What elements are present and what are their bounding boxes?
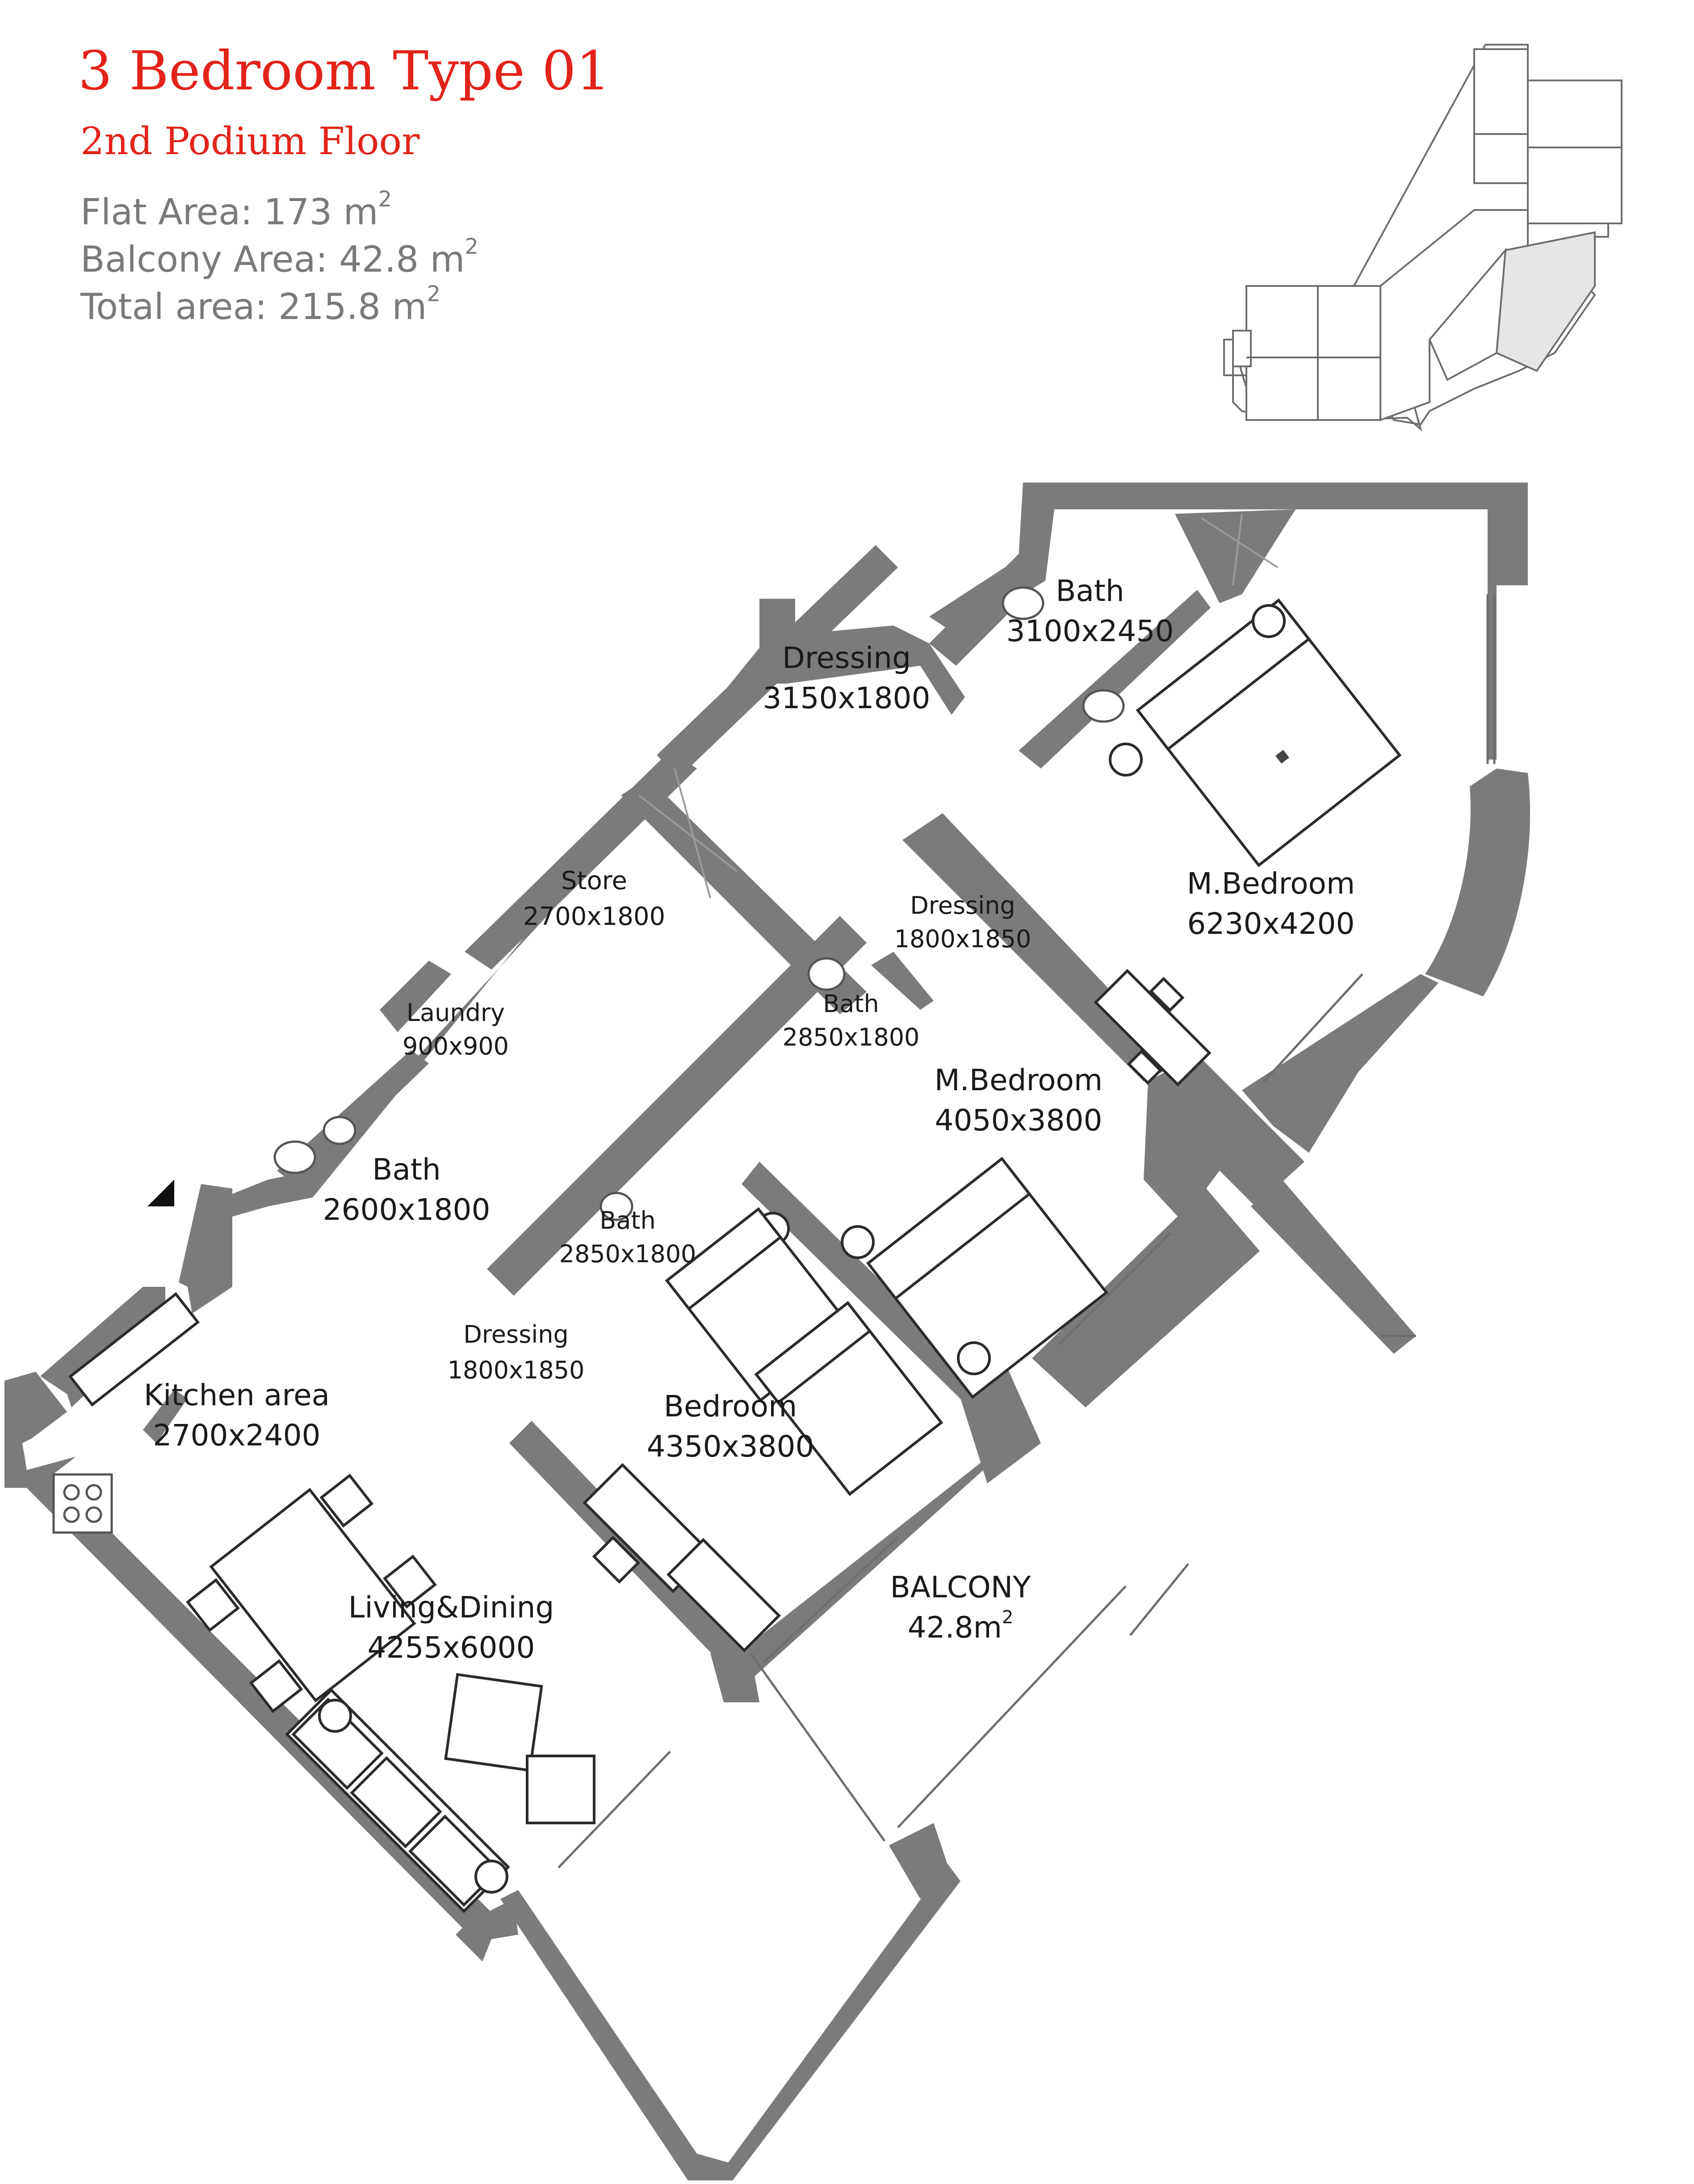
bedroom-desk-2 <box>667 1538 781 1652</box>
key-unit-adjacent <box>1428 247 1507 381</box>
nightstand-lamps-1 <box>1109 604 1286 777</box>
balcony-name: BALCONY <box>890 1570 1031 1604</box>
balcony-area-label: Balcony Area: 42.8 m2 <box>80 234 478 280</box>
armchair <box>526 1755 595 1824</box>
wall-mbed2-east <box>1032 1189 1260 1407</box>
basin-bath-lower <box>600 1192 633 1221</box>
store-dims: 2700x1800 <box>523 902 665 931</box>
kitchen-counter <box>52 1292 200 1534</box>
dressing-lower-dims: 1800x1850 <box>448 1356 585 1384</box>
bath-mid-dims: 2850x1800 <box>783 1023 920 1051</box>
basin-bath-mid <box>807 957 846 991</box>
furniture <box>52 513 1402 1913</box>
wall-northwest-facade <box>759 599 965 715</box>
dressing-lower-name: Dressing <box>463 1320 569 1348</box>
coffee-table <box>444 1673 543 1772</box>
wall-mbed2-divider <box>742 1162 996 1416</box>
laundry-name: Laundry <box>407 999 505 1027</box>
wall-mbed1-lower <box>1144 1054 1304 1238</box>
sofa <box>285 1688 510 1913</box>
wall-right-curve <box>1425 769 1530 996</box>
store-name: Store <box>561 866 627 895</box>
master-bedroom-2-dims: 4050x3800 <box>935 1103 1103 1138</box>
floor-label: 2nd Podium Floor <box>80 119 420 163</box>
basin-master-bath <box>1002 586 1044 620</box>
dressing-top-name: Dressing <box>782 641 911 675</box>
flat-area-label: Flat Area: 173 m2 <box>80 187 392 233</box>
master-closet-cross <box>1201 513 1279 586</box>
wall-store-inner <box>465 751 697 970</box>
master-bed-1 <box>1136 598 1402 867</box>
bath-lower-dims: 2850x1800 <box>559 1240 696 1268</box>
store-closet <box>638 768 738 899</box>
dining-set <box>186 1474 437 1714</box>
wall-mbed1-south-facade <box>1242 974 1438 1153</box>
wall-dressing-top <box>657 545 898 777</box>
living-dims: 4255x6000 <box>368 1630 535 1665</box>
glazing <box>558 594 1496 1869</box>
wall-kitchen-inner <box>143 1390 188 1443</box>
dressing-mid-dims: 1800x1850 <box>894 925 1031 953</box>
dressing-mid-name: Dressing <box>910 891 1015 920</box>
bedroom-dims: 4350x3800 <box>647 1429 814 1464</box>
bath-left-dims: 2600x1800 <box>323 1193 491 1227</box>
master-bed-2 <box>866 1157 1108 1399</box>
wall-closet-diagonal <box>1175 509 1296 603</box>
wall-bedroom-north <box>487 916 867 1296</box>
wall-top <box>1023 483 1528 581</box>
plan-title: 3 Bedroom Type 01 <box>78 40 610 102</box>
wall-corridor-mid <box>871 952 934 1010</box>
balcony-dims: 42.8m2 <box>908 1607 1014 1645</box>
lamp-living-1 <box>318 1699 352 1733</box>
wall-laundry-block <box>380 961 451 1032</box>
wall-upper-tower-left <box>929 483 1054 634</box>
key-tower-top <box>1473 48 1529 184</box>
living-name: Living&Dining <box>348 1590 554 1625</box>
key-tower-right <box>1527 80 1623 224</box>
master-bedroom-2-name: M.Bedroom <box>935 1063 1103 1097</box>
bath-left-name: Bath <box>372 1152 440 1187</box>
mbed1-desk <box>1094 969 1212 1087</box>
total-area-label: Total area: 215.8 m2 <box>80 281 440 328</box>
wall-south-corner <box>456 1899 518 1961</box>
wall-store-block <box>621 777 867 1014</box>
laundry-dims: 900x900 <box>403 1032 509 1060</box>
entry-arrow-icon <box>147 1180 174 1206</box>
bath-mid-name: Bath <box>823 990 879 1018</box>
kitchen-dims: 2700x2400 <box>153 1418 321 1453</box>
toilet-bath-left-2 <box>323 1116 356 1145</box>
master-bedroom-1-name: M.Bedroom <box>1187 866 1355 901</box>
walls <box>4 483 1530 2180</box>
bedroom-bed-2 <box>754 1301 943 1496</box>
room-labels: Bath 3100x2450 Dressing 3150x1800 M.Bedr… <box>144 574 1355 1665</box>
key-highlight-unit <box>1495 231 1596 372</box>
wall-kitchen-west <box>4 1372 76 1488</box>
dressing-top-dims: 3150x1800 <box>763 681 931 715</box>
wall-balcony-north <box>1251 1180 1416 1354</box>
bath-lower-name: Bath <box>600 1206 656 1235</box>
wall-balcony-diagonal <box>500 1863 960 2180</box>
kitchen-name: Kitchen area <box>144 1378 330 1412</box>
wall-top-right-column <box>1488 483 1528 760</box>
toilet-bath-left-1 <box>273 1140 316 1174</box>
key-wing-left <box>1245 285 1381 421</box>
wall-west <box>179 1184 232 1314</box>
bedroom-name: Bedroom <box>664 1389 797 1424</box>
wall-balcony-east-post <box>960 1363 1041 1483</box>
key-plan <box>1223 44 1623 432</box>
bath-master-dims: 3100x2450 <box>1006 614 1174 648</box>
lamp-living-2 <box>474 1860 508 1894</box>
wall-mbath-west <box>929 550 1045 666</box>
master-bedroom-1-dims: 6230x4200 <box>1187 907 1355 941</box>
toilet-master-bath <box>1082 689 1125 723</box>
header: 3 Bedroom Type 01 2nd Podium Floor Flat … <box>78 40 610 328</box>
bath-master-name: Bath <box>1056 574 1124 608</box>
wall-mbath-south <box>1019 590 1211 769</box>
key-wing-notch <box>1232 330 1252 367</box>
